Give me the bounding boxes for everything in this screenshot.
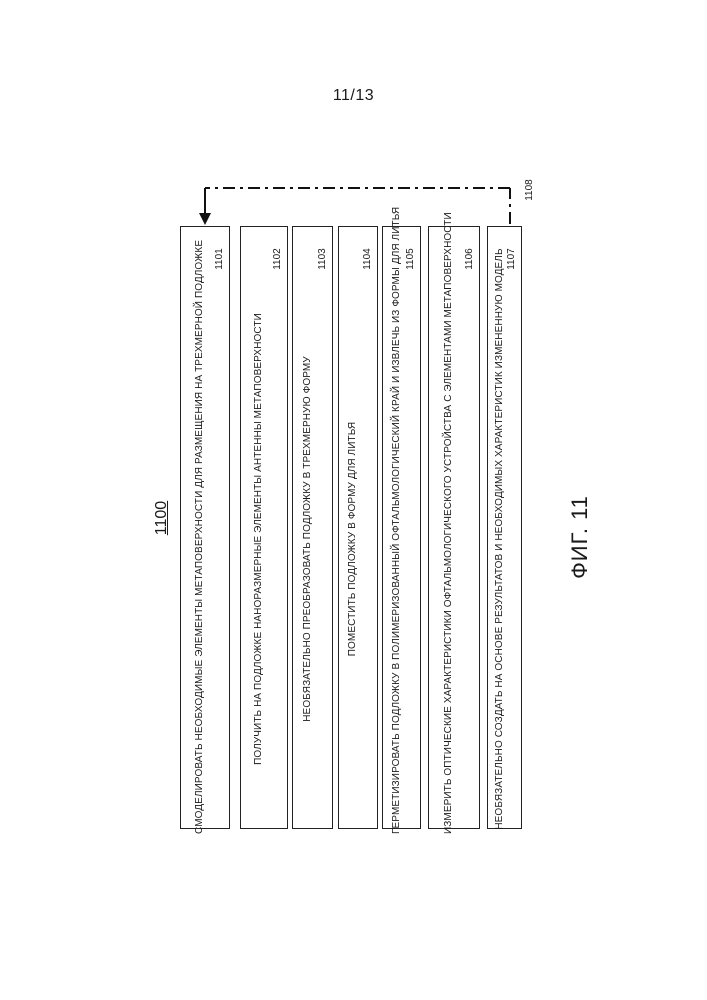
step-text: ГЕРМЕТИЗИРОВАТЬ ПОДЛОЖКУ В ПОЛИМЕРИЗОВАН… bbox=[390, 244, 404, 834]
step-number: 1101 bbox=[213, 241, 227, 277]
step-box-7: НЕОБЯЗАТЕЛЬНО СОЗДАТЬ НА ОСНОВЕ РЕЗУЛЬТА… bbox=[487, 226, 522, 829]
step-text: ИЗМЕРИТЬ ОПТИЧЕСКИЕ ХАРАКТЕРИСТИКИ ОФТАЛ… bbox=[442, 244, 456, 834]
step-number: 1104 bbox=[361, 241, 375, 277]
figure-label: ФИГ. 11 bbox=[567, 487, 593, 587]
step-box-4: ПОМЕСТИТЬ ПОДЛОЖКУ В ФОРМУ ДЛЯ ЛИТЬЯ1104 bbox=[338, 226, 378, 829]
step-number: 1105 bbox=[404, 241, 418, 277]
step-box-3: НЕОБЯЗАТЕЛЬНО ПРЕОБРАЗОВАТЬ ПОДЛОЖКУ В Т… bbox=[292, 226, 333, 829]
step-text: НЕОБЯЗАТЕЛЬНО СОЗДАТЬ НА ОСНОВЕ РЕЗУЛЬТА… bbox=[493, 244, 507, 834]
step-box-2: ПОЛУЧИТЬ НА ПОДЛОЖКЕ НАНОРАЗМЕРНЫЕ ЭЛЕМЕ… bbox=[240, 226, 288, 829]
step-box-5: ГЕРМЕТИЗИРОВАТЬ ПОДЛОЖКУ В ПОЛИМЕРИЗОВАН… bbox=[382, 226, 421, 829]
step-number: 1102 bbox=[271, 241, 285, 277]
step-number: 1107 bbox=[505, 241, 519, 277]
step-number: 1106 bbox=[463, 241, 477, 277]
step-text: ПОЛУЧИТЬ НА ПОДЛОЖКЕ НАНОРАЗМЕРНЫЕ ЭЛЕМЕ… bbox=[252, 244, 266, 834]
step-number: 1103 bbox=[316, 241, 330, 277]
step-text: НЕОБЯЗАТЕЛЬНО ПРЕОБРАЗОВАТЬ ПОДЛОЖКУ В Т… bbox=[301, 244, 315, 834]
step-text: СМОДЕЛИРОВАТЬ НЕОБХОДИМЫЕ ЭЛЕМЕНТЫ МЕТАП… bbox=[193, 244, 207, 834]
step-text: ПОМЕСТИТЬ ПОДЛОЖКУ В ФОРМУ ДЛЯ ЛИТЬЯ bbox=[346, 244, 360, 834]
loop-reference-number: 1108 bbox=[523, 170, 537, 210]
step-box-1: СМОДЕЛИРОВАТЬ НЕОБХОДИМЫЕ ЭЛЕМЕНТЫ МЕТАП… bbox=[180, 226, 230, 829]
step-box-6: ИЗМЕРИТЬ ОПТИЧЕСКИЕ ХАРАКТЕРИСТИКИ ОФТАЛ… bbox=[428, 226, 480, 829]
